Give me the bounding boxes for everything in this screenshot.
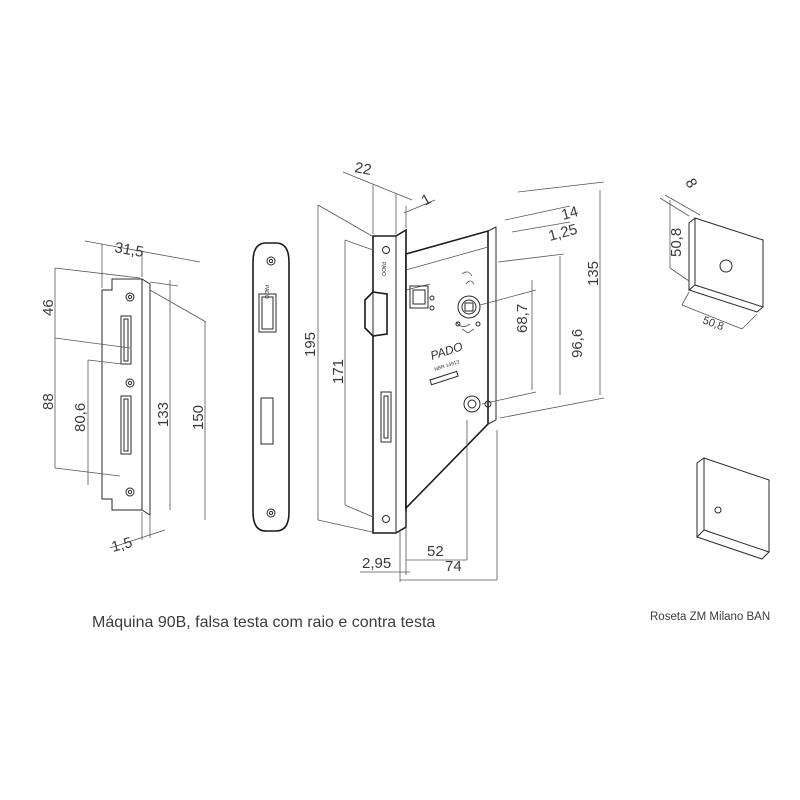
dim-front-gap: 1 (419, 191, 435, 210)
caption-mortise-lock: Máquina 90B, falsa testa com raio e cont… (92, 614, 436, 631)
dim-rose-thickness: 8 (682, 176, 701, 192)
faceplate-drawing: PADO (252, 242, 290, 532)
dim-side-687: 68,7 (514, 304, 531, 333)
dim-front-width: 22 (353, 159, 372, 179)
front-logo: PADO (380, 262, 386, 276)
dim-strike-total: 150 (190, 405, 207, 430)
dim-body-height: 195 (302, 332, 319, 357)
dim-front-height: 171 (330, 359, 347, 384)
dim-bottom-52: 52 (427, 543, 444, 560)
dim-strike-lower: 80,6 (72, 403, 89, 432)
dim-strike-thickness: 1,5 (110, 534, 135, 556)
strike-plate-drawing: 31,5 46 88 80,6 133 150 1,5 (40, 239, 207, 556)
dim-side-135: 135 (585, 261, 602, 286)
dim-side-125: 1,25 (547, 221, 580, 245)
dim-side-14: 14 (560, 203, 581, 224)
mortise-body-drawing: PADO PADO NBR 14913 (364, 226, 497, 534)
dim-rose-height: 50,8 (668, 228, 685, 257)
dim-bottom-295: 2,95 (362, 555, 391, 572)
dim-strike-mid: 88 (40, 393, 57, 410)
caption-rosette: Roseta ZM Milano BAN (650, 611, 771, 623)
dim-strike-inner: 133 (155, 402, 172, 427)
dim-strike-width: 31,5 (113, 239, 145, 261)
dim-bottom-74: 74 (445, 558, 462, 575)
dim-rose-width: 50,8 (701, 315, 725, 334)
rosette-drawing: 8 50,8 50,8 (659, 176, 770, 560)
mortise-dimensions: 22 1 195 171 14 1,25 135 96,6 68,7 (302, 159, 605, 582)
dim-strike-top: 46 (40, 299, 57, 316)
dim-side-966: 96,6 (569, 329, 586, 358)
faceplate-logo: PADO (263, 285, 269, 299)
